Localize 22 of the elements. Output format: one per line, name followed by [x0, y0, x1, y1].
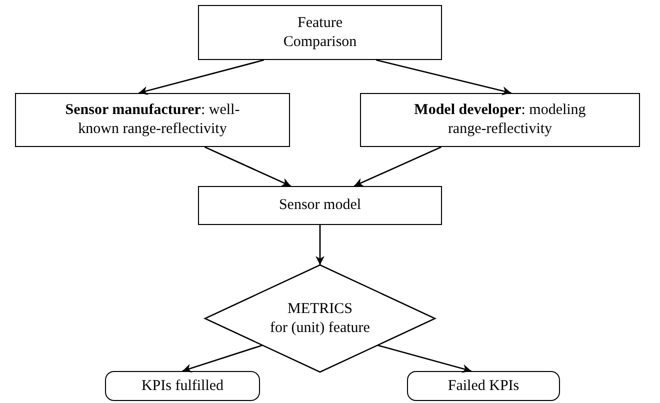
node-label: METRICS	[287, 300, 352, 318]
node-label: KPIs fulfilled	[141, 376, 224, 396]
node-label: Feature Comparison	[282, 14, 358, 52]
arrow	[354, 146, 442, 187]
node-label: Sensor model	[278, 196, 362, 215]
process-box	[198, 186, 442, 225]
node-label: Model developer: modeling range-reflectivity	[413, 101, 587, 139]
node-label: Sensor manufacturer: well-known range-reflectivity	[64, 101, 241, 139]
decision-diamond	[205, 265, 435, 372]
process-box	[198, 5, 442, 60]
result-box	[105, 371, 260, 401]
arrow	[182, 344, 263, 373]
node-label: Failed KPIs	[448, 376, 520, 396]
arrow	[376, 59, 512, 96]
result-box	[407, 371, 560, 401]
process-box	[15, 93, 290, 147]
arrow	[316, 225, 324, 265]
arrow	[204, 146, 291, 187]
arrow	[377, 344, 472, 373]
node-label: for (unit) feature	[270, 318, 370, 338]
process-box	[360, 93, 640, 147]
arrow	[138, 59, 264, 96]
